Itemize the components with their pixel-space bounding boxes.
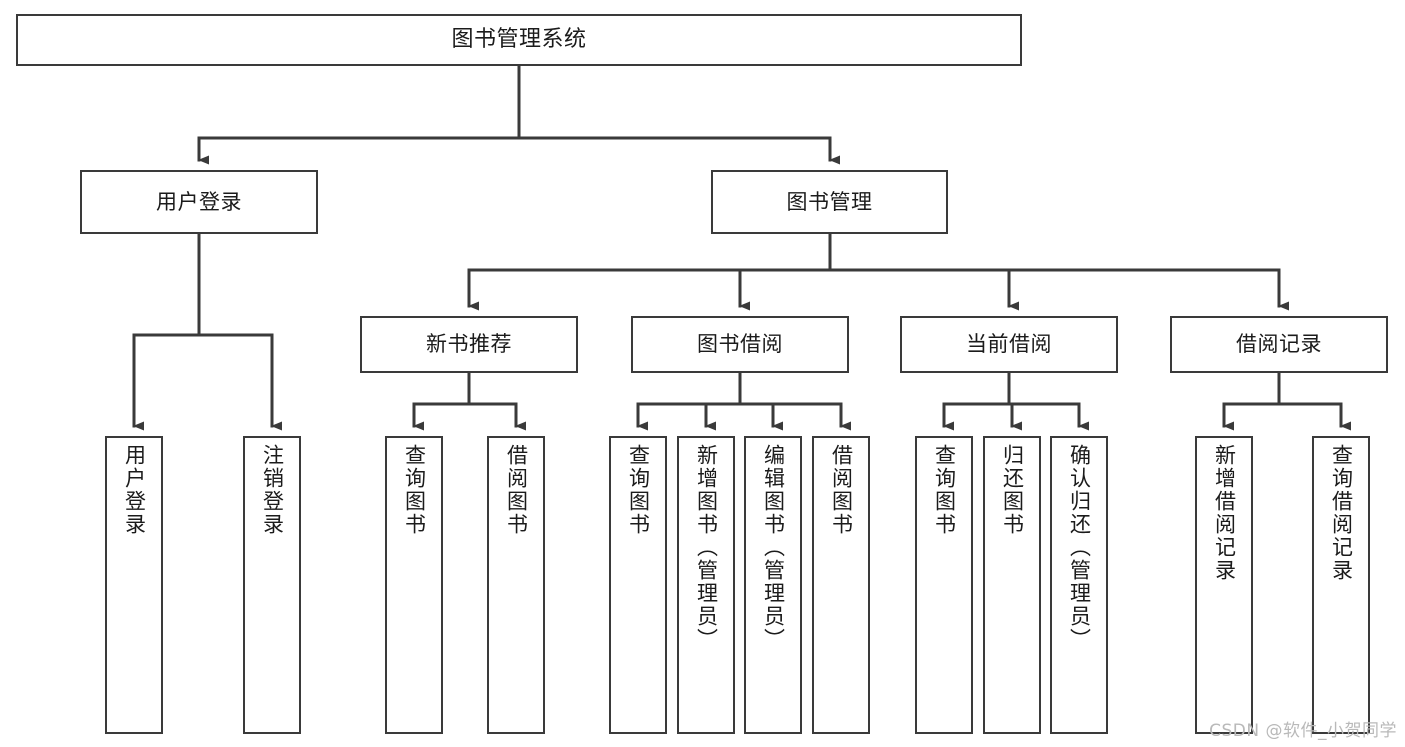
node-leaf-add-borrow-record[interactable]: 新增借阅记录	[1195, 436, 1253, 734]
node-new-book-recommend-label: 新书推荐	[426, 332, 512, 357]
node-leaf-return-book-label: 归还图书	[1000, 444, 1025, 536]
node-leaf-borrow-book[interactable]: 借阅图书	[812, 436, 870, 734]
node-leaf-user-logout-label: 注销登录	[260, 444, 285, 536]
node-leaf-query-book-recommend[interactable]: 查询图书	[385, 436, 443, 734]
node-book-management[interactable]: 图书管理	[711, 170, 948, 234]
node-book-management-label: 图书管理	[786, 189, 873, 214]
node-leaf-add-borrow-record-label: 新增借阅记录	[1212, 444, 1237, 582]
node-leaf-user-login[interactable]: 用户登录	[105, 436, 163, 734]
node-leaf-query-book-recommend-label: 查询图书	[402, 444, 427, 536]
node-leaf-query-borrow-record[interactable]: 查询借阅记录	[1312, 436, 1370, 734]
node-leaf-borrow-book-recommend-label: 借阅图书	[504, 444, 529, 536]
node-leaf-query-borrow-record-label: 查询借阅记录	[1329, 444, 1354, 582]
node-book-borrow[interactable]: 图书借阅	[631, 316, 849, 373]
node-leaf-add-book-admin-label: 新增图书（管理员）	[694, 444, 719, 651]
node-leaf-user-login-label: 用户登录	[122, 444, 147, 536]
node-leaf-query-book-borrow[interactable]: 查询图书	[609, 436, 667, 734]
node-leaf-confirm-return-admin-label: 确认归还（管理员）	[1067, 444, 1092, 651]
node-current-borrow[interactable]: 当前借阅	[900, 316, 1118, 373]
node-leaf-confirm-return-admin[interactable]: 确认归还（管理员）	[1050, 436, 1108, 734]
watermark-text: CSDN @软件_小贺同学	[1209, 721, 1397, 741]
node-borrow-record-label: 借阅记录	[1236, 332, 1322, 357]
node-user-login-label: 用户登录	[156, 189, 242, 214]
node-leaf-query-book-current[interactable]: 查询图书	[915, 436, 973, 734]
node-leaf-add-book-admin[interactable]: 新增图书（管理员）	[677, 436, 735, 734]
node-new-book-recommend[interactable]: 新书推荐	[360, 316, 578, 373]
node-root[interactable]: 图书管理系统	[16, 14, 1022, 66]
node-current-borrow-label: 当前借阅	[966, 332, 1052, 357]
node-leaf-user-logout[interactable]: 注销登录	[243, 436, 301, 734]
node-leaf-edit-book-admin-label: 编辑图书（管理员）	[761, 444, 786, 651]
node-leaf-edit-book-admin[interactable]: 编辑图书（管理员）	[744, 436, 802, 734]
node-leaf-borrow-book-recommend[interactable]: 借阅图书	[487, 436, 545, 734]
node-leaf-borrow-book-label: 借阅图书	[829, 444, 854, 536]
node-root-label: 图书管理系统	[451, 27, 587, 53]
node-leaf-return-book[interactable]: 归还图书	[983, 436, 1041, 734]
node-user-login[interactable]: 用户登录	[80, 170, 318, 234]
node-borrow-record[interactable]: 借阅记录	[1170, 316, 1388, 373]
node-leaf-query-book-current-label: 查询图书	[932, 444, 957, 536]
node-leaf-query-book-borrow-label: 查询图书	[626, 444, 651, 536]
node-book-borrow-label: 图书借阅	[697, 332, 783, 357]
